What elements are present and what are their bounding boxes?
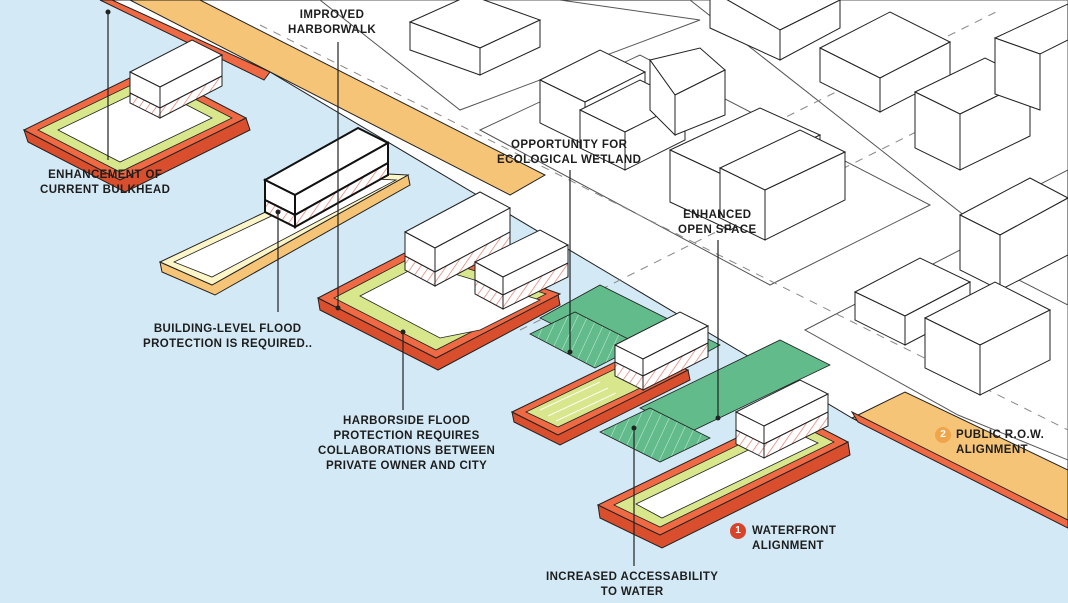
inland-building bbox=[649, 47, 726, 137]
waterfront-building bbox=[473, 229, 570, 310]
label-line: PROTECTION IS REQUIRED.. bbox=[143, 338, 313, 350]
label-line: IMPROVED bbox=[299, 9, 365, 21]
label-line: OPEN SPACE bbox=[678, 224, 757, 236]
buildings bbox=[128, 0, 1068, 459]
label-line: INCREASED ACCESSABILITY bbox=[546, 571, 719, 583]
waterfront-building bbox=[734, 379, 830, 459]
inland-building bbox=[993, 3, 1068, 111]
label-harborside-flood-protection: HARBORSIDE FLOOD PROTECTION REQUIRES COL… bbox=[318, 414, 495, 474]
inland-building bbox=[913, 57, 1032, 171]
badge-1: 1 bbox=[730, 523, 746, 539]
shore-bulkhead bbox=[850, 410, 1068, 529]
waterfront-building bbox=[403, 191, 512, 287]
label-line: PROTECTION REQUIRES bbox=[333, 430, 480, 442]
label-line: PUBLIC R.O.W. bbox=[956, 429, 1045, 441]
label-line: OPPORTUNITY FOR bbox=[511, 139, 628, 151]
pier-2 bbox=[158, 171, 411, 296]
inland-building bbox=[718, 129, 847, 241]
label-line: TO WATER bbox=[600, 586, 664, 598]
label-enhancement-bulkhead: ENHANCEMENT OF CURRENT BULKHEAD bbox=[40, 168, 170, 198]
label-improved-harborwalk: IMPROVED HARBORWALK bbox=[288, 8, 376, 38]
highlighted-building bbox=[262, 126, 391, 229]
waterfront-building bbox=[128, 39, 224, 119]
inland-building bbox=[958, 177, 1068, 291]
label-waterfront-alignment: WATERFRONT ALIGNMENT bbox=[752, 524, 836, 554]
label-public-row-alignment: PUBLIC R.O.W. ALIGNMENT bbox=[956, 428, 1044, 458]
label-ecological-wetland: OPPORTUNITY FOR ECOLOGICAL WETLAND bbox=[497, 138, 641, 168]
label-line: HARBORWALK bbox=[288, 24, 377, 36]
leader-lines bbox=[107, 12, 719, 566]
label-line: BUILDING-LEVEL FLOOD bbox=[153, 323, 302, 335]
label-line: PRIVATE OWNER AND CITY bbox=[325, 460, 488, 472]
label-line: ALIGNMENT bbox=[956, 444, 1028, 456]
label-line: ENHANCEMENT OF bbox=[48, 169, 163, 181]
inland-building bbox=[709, 0, 842, 61]
label-line: HARBORSIDE FLOOD bbox=[343, 415, 471, 427]
label-enhanced-open-space: ENHANCED OPEN SPACE bbox=[678, 208, 757, 238]
inland-building bbox=[408, 0, 542, 76]
label-building-flood-protection: BUILDING-LEVEL FLOOD PROTECTION IS REQUI… bbox=[143, 322, 312, 352]
inland-building bbox=[923, 281, 1052, 396]
label-increased-accessability: INCREASED ACCESSABILITY TO WATER bbox=[546, 570, 718, 600]
label-line: ENHANCED bbox=[683, 209, 752, 221]
badge-2: 2 bbox=[935, 427, 951, 443]
label-line: ALIGNMENT bbox=[752, 540, 824, 552]
label-line: ECOLOGICAL WETLAND bbox=[497, 154, 642, 166]
leader-dots bbox=[105, 9, 721, 431]
label-line: WATERFRONT bbox=[752, 525, 837, 537]
label-line: COLLABORATIONS BETWEEN bbox=[318, 445, 496, 457]
waterfront-building bbox=[613, 311, 710, 391]
inland-building bbox=[818, 11, 952, 113]
label-line: CURRENT BULKHEAD bbox=[40, 184, 171, 196]
